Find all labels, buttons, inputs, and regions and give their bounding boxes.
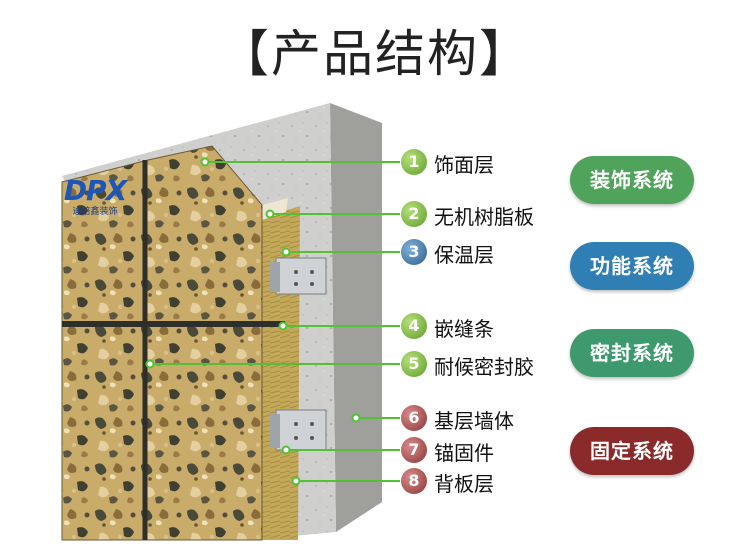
system-sealing-pill: 密封系统	[570, 329, 694, 377]
callout-badge-6: 6	[401, 405, 427, 431]
system-function-pill: 功能系统	[570, 242, 694, 290]
callout-badge-8: 8	[401, 468, 427, 494]
callout-label-6: 基层墙体	[434, 405, 514, 434]
callout-label-5: 耐候密封胶	[434, 351, 534, 380]
system-fixing-pill: 固定系统	[570, 427, 694, 475]
dpx-logo: DPX 迪培鑫装饰	[60, 176, 130, 218]
system-decoration-pill: 装饰系统	[570, 156, 694, 204]
callout-badge-2: 2	[401, 201, 427, 227]
callout-label-4: 嵌缝条	[434, 313, 494, 342]
callout-label-1: 饰面层	[434, 149, 494, 178]
callout-badge-7: 7	[401, 437, 427, 463]
logo-mark: DPX	[60, 176, 130, 206]
callout-label-7: 锚固件	[434, 437, 494, 466]
callout-badge-1: 1	[401, 149, 427, 175]
callout-badge-4: 4	[401, 313, 427, 339]
callout-badge-5: 5	[401, 351, 427, 377]
callout-label-3: 保温层	[434, 239, 494, 268]
logo-subtitle: 迪培鑫装饰	[60, 206, 130, 218]
callout-badge-3: 3	[401, 239, 427, 265]
callout-label-8: 背板层	[434, 468, 494, 497]
callout-label-2: 无机树脂板	[434, 201, 534, 230]
